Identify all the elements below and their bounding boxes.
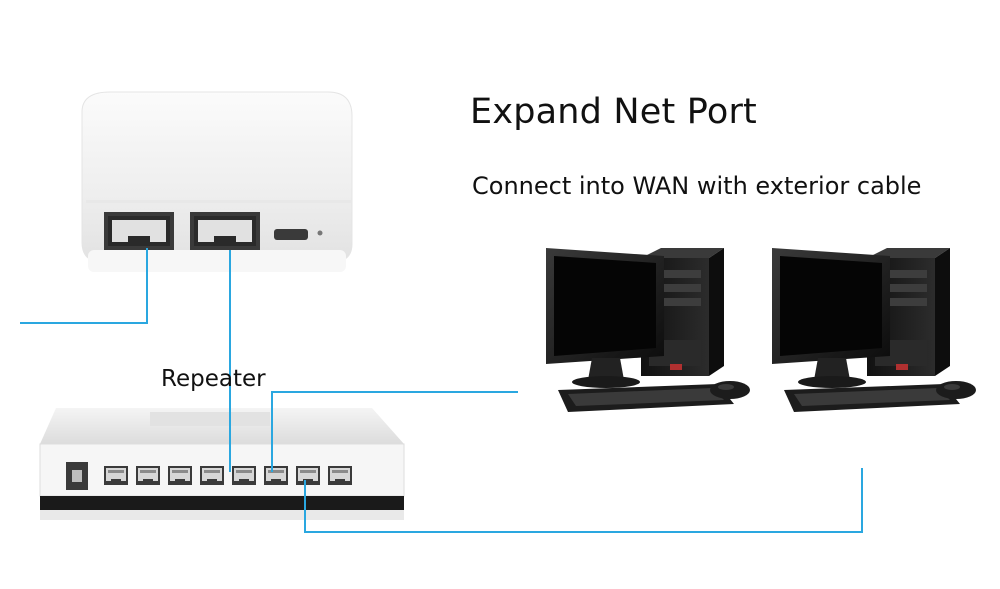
- computer-2-cable: [304, 468, 863, 533]
- switch-port: [296, 466, 320, 485]
- ethernet-switch-icon: [39, 408, 405, 520]
- desktop-computer-icon: [772, 248, 976, 412]
- router-wan-port: [190, 212, 260, 250]
- diagram-title: Expand Net Port: [470, 92, 757, 132]
- switch-port: [200, 466, 224, 485]
- desktop-computer-icon: [546, 248, 750, 412]
- travel-router-icon: [81, 91, 353, 272]
- switch-port: [168, 466, 192, 485]
- router-usb-port: [274, 229, 308, 240]
- switch-port: [328, 466, 352, 485]
- diagram-subtitle: Connect into WAN with exterior cable: [472, 172, 922, 200]
- switch-port: [232, 466, 256, 485]
- wan-cable: [20, 248, 148, 324]
- router-status-led: [317, 230, 323, 236]
- router-lan-port: [104, 212, 174, 250]
- switch-port: [264, 466, 288, 485]
- switch-port: [104, 466, 128, 485]
- computer-1-cable: [271, 391, 518, 472]
- repeater-label: Repeater: [161, 366, 266, 392]
- network-cables: [20, 248, 863, 533]
- switch-port: [136, 466, 160, 485]
